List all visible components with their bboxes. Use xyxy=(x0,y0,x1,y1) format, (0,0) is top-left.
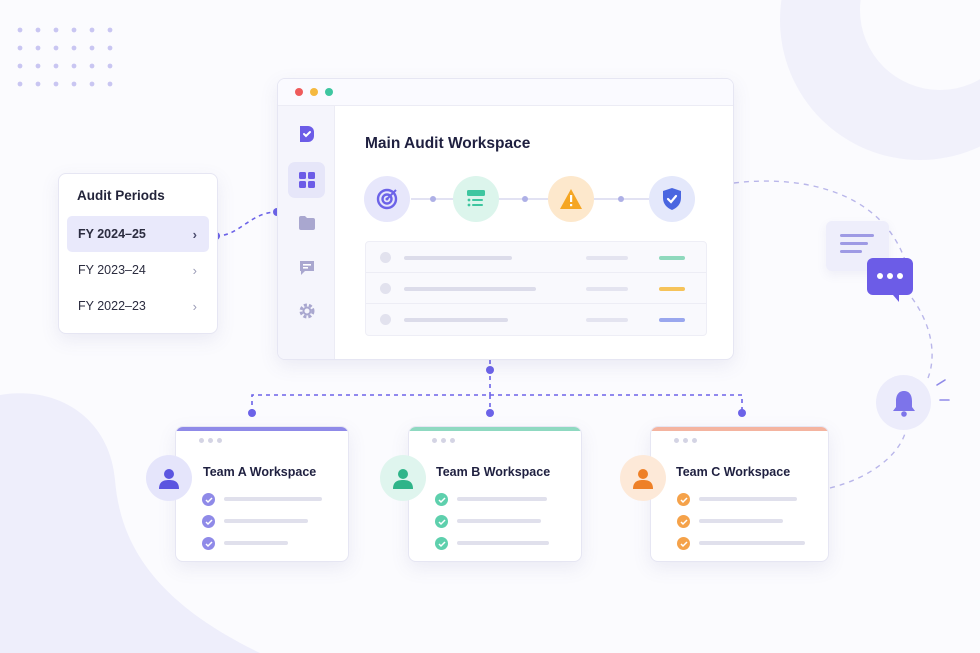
chevron-right-icon: › xyxy=(192,262,197,278)
check-icon xyxy=(677,537,690,550)
check-icon xyxy=(202,493,215,506)
row-status-circle xyxy=(380,314,391,325)
task-placeholder xyxy=(224,519,308,523)
target-icon[interactable] xyxy=(364,176,410,222)
card-accent-bar xyxy=(409,427,581,431)
row-meta-placeholder xyxy=(586,287,628,291)
period-item-fy-2024-25[interactable]: FY 2024–25 › xyxy=(67,216,209,252)
window-titlebar xyxy=(278,79,733,106)
card-accent-bar xyxy=(651,427,828,431)
task-placeholder xyxy=(699,541,805,545)
period-label: FY 2023–24 xyxy=(78,263,146,277)
main-audit-window: Main Audit Workspace xyxy=(277,78,734,360)
check-icon xyxy=(677,515,690,528)
grid-icon[interactable] xyxy=(288,162,325,198)
row-meta-placeholder xyxy=(586,256,628,260)
check-icon xyxy=(435,537,448,550)
folder-icon[interactable] xyxy=(288,205,325,241)
warning-icon[interactable] xyxy=(548,176,594,222)
row-status-circle xyxy=(380,252,391,263)
row-status-circle xyxy=(380,283,391,294)
task-placeholder xyxy=(457,519,541,523)
window-dots xyxy=(176,431,348,443)
minimize-window-button[interactable] xyxy=(310,88,318,96)
period-label: FY 2022–23 xyxy=(78,299,146,313)
chat-icon[interactable] xyxy=(288,250,325,286)
close-window-button[interactable] xyxy=(295,88,303,96)
sidebar xyxy=(278,106,335,359)
audit-periods-panel: Audit Periods FY 2024–25 › FY 2023–24 › … xyxy=(58,173,218,334)
task-placeholder xyxy=(224,541,288,545)
list-icon[interactable] xyxy=(453,176,499,222)
window-dots xyxy=(651,431,828,443)
row-meta-placeholder xyxy=(586,318,628,322)
shield-check-icon[interactable] xyxy=(649,176,695,222)
period-item-fy-2022-23[interactable]: FY 2022–23 › xyxy=(67,288,209,324)
row-title-placeholder xyxy=(404,287,536,291)
check-icon xyxy=(202,537,215,550)
audit-items-table xyxy=(365,241,707,336)
audit-periods-title: Audit Periods xyxy=(77,188,165,203)
card-accent-bar xyxy=(176,427,348,431)
user-icon xyxy=(146,455,192,501)
team-b-workspace-card[interactable]: Team B Workspace xyxy=(408,426,582,562)
team-name: Team C Workspace xyxy=(676,465,791,479)
user-icon xyxy=(620,455,666,501)
check-icon xyxy=(435,515,448,528)
table-row[interactable] xyxy=(366,273,706,304)
chevron-right-icon: › xyxy=(192,298,197,314)
team-name: Team B Workspace xyxy=(436,465,551,479)
check-icon xyxy=(435,493,448,506)
gear-icon[interactable] xyxy=(288,293,325,329)
team-a-workspace-card[interactable]: Team A Workspace xyxy=(175,426,349,562)
row-title-placeholder xyxy=(404,318,508,322)
chevron-right-icon: › xyxy=(192,226,197,242)
user-icon xyxy=(380,455,426,501)
row-status-bar xyxy=(659,287,685,291)
maximize-window-button[interactable] xyxy=(325,88,333,96)
page-title: Main Audit Workspace xyxy=(365,135,531,152)
window-dots xyxy=(409,431,581,443)
progress-connector xyxy=(411,196,655,202)
task-placeholder xyxy=(457,541,549,545)
task-placeholder xyxy=(699,519,783,523)
logo-icon[interactable] xyxy=(288,116,325,152)
period-label: FY 2024–25 xyxy=(78,227,146,241)
row-status-bar xyxy=(659,256,685,260)
row-status-bar xyxy=(659,318,685,322)
team-name: Team A Workspace xyxy=(203,465,317,479)
check-icon xyxy=(202,515,215,528)
period-item-fy-2023-24[interactable]: FY 2023–24 › xyxy=(67,252,209,288)
task-placeholder xyxy=(699,497,797,501)
table-row[interactable] xyxy=(366,304,706,335)
task-placeholder xyxy=(457,497,547,501)
chat-bubble-icon[interactable] xyxy=(867,258,913,302)
task-placeholder xyxy=(224,497,322,501)
bell-icon[interactable] xyxy=(876,375,931,430)
row-title-placeholder xyxy=(404,256,512,260)
table-row[interactable] xyxy=(366,242,706,273)
team-c-workspace-card[interactable]: Team C Workspace xyxy=(650,426,829,562)
check-icon xyxy=(677,493,690,506)
